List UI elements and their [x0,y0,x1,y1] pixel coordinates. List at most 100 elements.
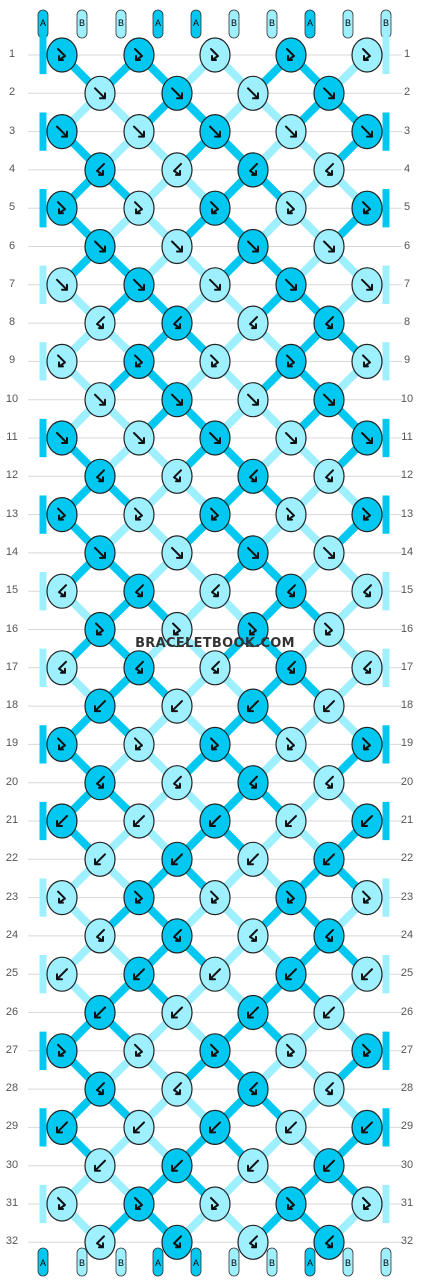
knot-arrow-icon [57,48,66,61]
knot [123,420,155,456]
knot-arrow-icon [135,584,144,598]
row-number: 30 [400,1158,414,1171]
knot-arrow-icon [362,890,371,904]
knot [237,1224,269,1260]
strand-top-end [190,9,202,39]
knot-arrow-icon [96,316,105,330]
knot [237,152,269,188]
row-number: 22 [400,852,414,865]
row-number: 4 [8,162,16,175]
knot [84,228,116,265]
row-number: 21 [5,814,19,826]
knot-arrow-icon [173,1235,182,1249]
knot-arrow-icon [171,393,183,406]
knot-arrow-icon [247,853,259,866]
knot-arrow-icon [133,815,145,827]
knot [123,114,155,150]
strand-label: B [345,18,351,28]
strand-bottom-end [190,1247,202,1277]
knot-arrow-icon [362,737,371,751]
knot-arrow-icon [171,1006,183,1019]
knot [46,803,78,839]
knot-arrow-icon [363,584,372,598]
knot [46,343,78,379]
knot [161,688,193,724]
knot-arrow-icon [56,815,68,827]
knot-arrow-icon [94,700,106,713]
row-number: 26 [5,1005,19,1018]
knot [161,994,193,1031]
knot-arrow-icon [133,432,145,444]
knot-arrow-icon [323,87,335,100]
knot-arrow-icon [363,660,372,674]
knot [46,1186,78,1222]
row-number: 27 [400,1043,414,1056]
knot [161,228,193,265]
knot [46,879,78,916]
knot-shape [237,458,269,494]
knot [275,190,307,226]
knot-arrow-icon [287,660,296,674]
knot [199,343,231,379]
knot-shape [199,496,231,533]
knot [123,650,155,686]
row-number: 16 [5,622,19,635]
knot-arrow-icon [285,432,297,444]
row-number: 12 [5,469,19,482]
knot-arrow-icon [133,125,145,138]
knot-shape [123,1186,155,1222]
knot-shape [313,305,345,341]
row-number: 2 [403,86,411,99]
knot-shape [237,918,269,954]
knot-arrow-icon [361,815,373,827]
knot-shape [123,496,155,533]
knot-arrow-icon [209,1121,221,1134]
strand-top-end [228,9,240,39]
knot [46,420,78,456]
knot-shape [351,650,383,686]
knot [199,114,231,150]
knot-arrow-icon [173,469,182,483]
knot-shape [313,765,345,801]
knot-arrow-icon [94,853,106,866]
knot-arrow-icon [96,1082,105,1096]
knot-arrow-icon [209,815,221,827]
knot-arrow-icon [173,928,182,942]
strand-bottom-end [304,1247,316,1277]
knot [161,1148,193,1184]
knot-arrow-icon [133,1121,145,1134]
row-number: 6 [403,239,411,252]
row-number: 17 [5,660,19,673]
knot-arrow-icon [362,1043,371,1057]
knot [84,382,116,418]
knot-arrow-icon [286,737,295,751]
knot-shape [123,1033,155,1069]
knot [123,343,155,379]
knot-arrow-icon [210,201,219,215]
strand-label: A [155,18,161,28]
knot-arrow-icon [209,278,221,291]
knot [84,458,116,494]
knot-arrow-icon [247,1159,259,1172]
knot-shape [46,1186,78,1222]
knot [313,611,345,648]
knot [351,420,383,456]
strand-top-end [115,9,127,39]
row-number: 31 [400,1197,414,1209]
knot-shape [161,305,193,341]
knot-arrow-icon [173,162,182,176]
knot-arrow-icon [171,1159,183,1172]
knot-arrow-icon [286,201,295,215]
row-number: 20 [400,775,414,788]
strand-label: B [269,18,275,28]
knot-shape [46,190,78,226]
knot [275,1109,307,1146]
knot [351,956,383,992]
knot [275,879,307,916]
strand-bottom-end [380,1247,392,1277]
strand-label: A [40,1258,46,1268]
knot [199,650,231,686]
knot [84,688,116,724]
row-number: 11 [6,431,18,443]
knot-shape [161,152,193,188]
